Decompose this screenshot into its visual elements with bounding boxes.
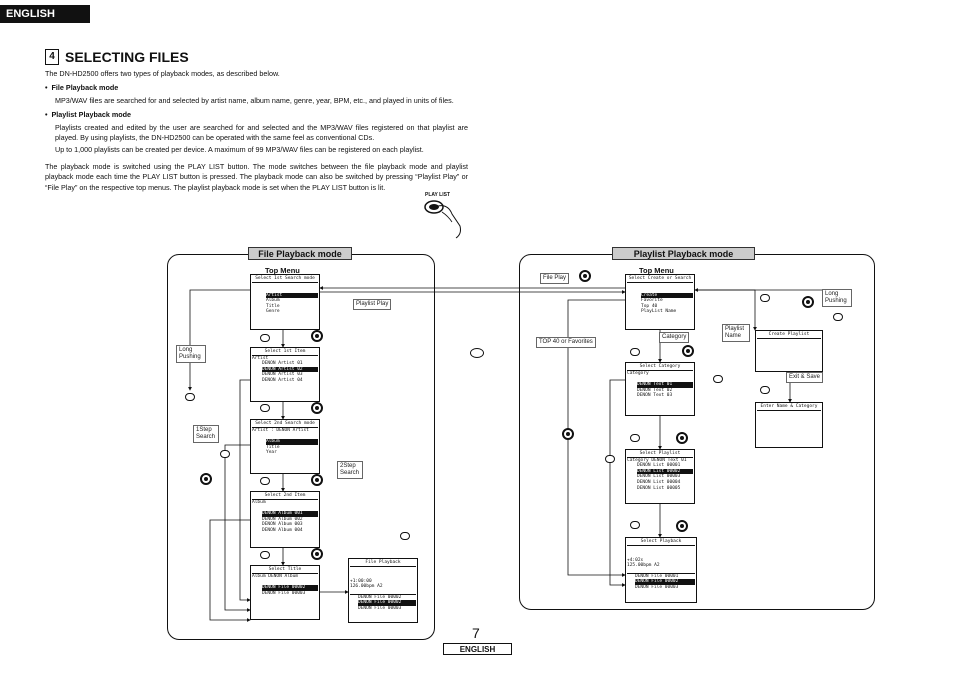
back-button-icon	[833, 313, 843, 321]
play-list-small-icon	[470, 348, 484, 358]
playlist-screen-category: Select Category Category DENON Text 01 D…	[625, 362, 695, 416]
back-button-icon	[605, 455, 615, 463]
enter-name-category-screen: Enter Name & Category	[755, 402, 823, 448]
page-number: 7	[472, 625, 480, 641]
jog-knob-icon	[311, 548, 323, 560]
back-button-icon	[630, 434, 640, 442]
playlist-screen-top-menu: Select Create or Search Create Favorite …	[625, 274, 695, 330]
create-playlist-screen: Create Playlist	[755, 330, 823, 372]
back-button-icon	[400, 532, 410, 540]
intro-text: The DN-HD2500 offers two types of playba…	[45, 69, 280, 78]
1step-search-label: 1Step Search	[193, 425, 219, 443]
top40-favorites-label: TOP 40 or Favorites	[536, 337, 596, 348]
section-heading: SELECTING FILES	[65, 49, 189, 65]
playlist-name-label: Playlist Name	[722, 324, 750, 342]
jog-knob-icon	[311, 402, 323, 414]
back-button-icon	[260, 477, 270, 485]
jog-knob-icon	[802, 296, 814, 308]
body-text: The DN-HD2500 offers two types of playba…	[45, 69, 468, 195]
jog-knob-icon	[311, 474, 323, 486]
jog-knob-icon	[676, 520, 688, 532]
file-screen-top-menu: Select 1st Search mode Artist Album Titl…	[250, 274, 320, 330]
back-button-icon	[630, 348, 640, 356]
jog-knob-icon	[200, 473, 212, 485]
footer-language: ENGLISH	[443, 643, 512, 655]
category-label: Category	[659, 332, 690, 343]
jog-knob-icon	[682, 345, 694, 357]
playlist-play-label: Playlist Play	[353, 299, 392, 310]
jog-knob-icon	[311, 330, 323, 342]
exit-save-label: Exit & Save	[786, 372, 824, 383]
2step-search-label: 2Step Search	[337, 461, 363, 479]
back-button-icon	[260, 551, 270, 559]
play-list-label: PLAY LIST	[425, 192, 451, 198]
language-tab: ENGLISH	[0, 5, 90, 23]
bullet-file-text: MP3/WAV files are searched for and selec…	[55, 95, 454, 105]
file-screen-1st-item: Select 1st Item Artist DENON Artist 01 D…	[250, 347, 320, 402]
play-list-button-illustration: PLAY LIST	[418, 192, 468, 240]
back-button-icon	[760, 386, 770, 394]
file-screen-select-title: Select Title Album DENON Album DENON Fil…	[250, 565, 320, 620]
playlist-top-menu-label: Top Menu	[639, 266, 674, 275]
bullet-file-title: • File Playback mode	[45, 83, 119, 93]
mode-paragraph: The playback mode is switched using the …	[45, 161, 468, 192]
playlist-playback-screen: Select Playback +4:02s 125.00bpm A2 DENO…	[625, 537, 697, 603]
file-mode-tag: File Playback mode	[248, 247, 352, 260]
bullet-playlist-text: Playlists created and edited by the user…	[55, 122, 468, 143]
file-long-pushing-label: Long Pushing	[176, 345, 206, 363]
playlist-mode-tag: Playlist Playback mode	[612, 247, 755, 260]
file-play-label: File Play	[540, 273, 570, 284]
playlist-long-pushing-label: Long Pushing	[822, 289, 852, 307]
file-playback-screen: File Playback +1:00:00 126.00bpm A2 DENO…	[348, 558, 418, 623]
back-button-icon	[713, 375, 723, 383]
playlist-screen-select-playlist: Select Playlist Category DENON Text 01 D…	[625, 449, 695, 504]
back-button-icon	[760, 294, 770, 302]
section-title: 4 SELECTING FILES	[45, 49, 189, 65]
file-screen-2nd-item: Select 2nd Item Album DENON Album 001 DE…	[250, 491, 320, 548]
jog-knob-icon	[579, 270, 591, 282]
back-button-icon	[630, 521, 640, 529]
back-button-icon	[260, 334, 270, 342]
bullet-playlist-title: • Playlist Playback mode	[45, 110, 132, 120]
file-top-menu-label: Top Menu	[265, 266, 300, 275]
file-screen-2nd-search-mode: Select 2nd Search mode Artist : DENON Ar…	[250, 419, 320, 474]
section-number: 4	[45, 49, 59, 65]
back-button-icon	[260, 404, 270, 412]
jog-knob-icon	[562, 428, 574, 440]
back-button-icon	[220, 450, 230, 458]
bullet-playlist-text2: Up to 1,000 playlists can be created per…	[55, 145, 424, 155]
hand-icon	[424, 200, 461, 239]
back-button-icon	[185, 393, 195, 401]
jog-knob-icon	[676, 432, 688, 444]
